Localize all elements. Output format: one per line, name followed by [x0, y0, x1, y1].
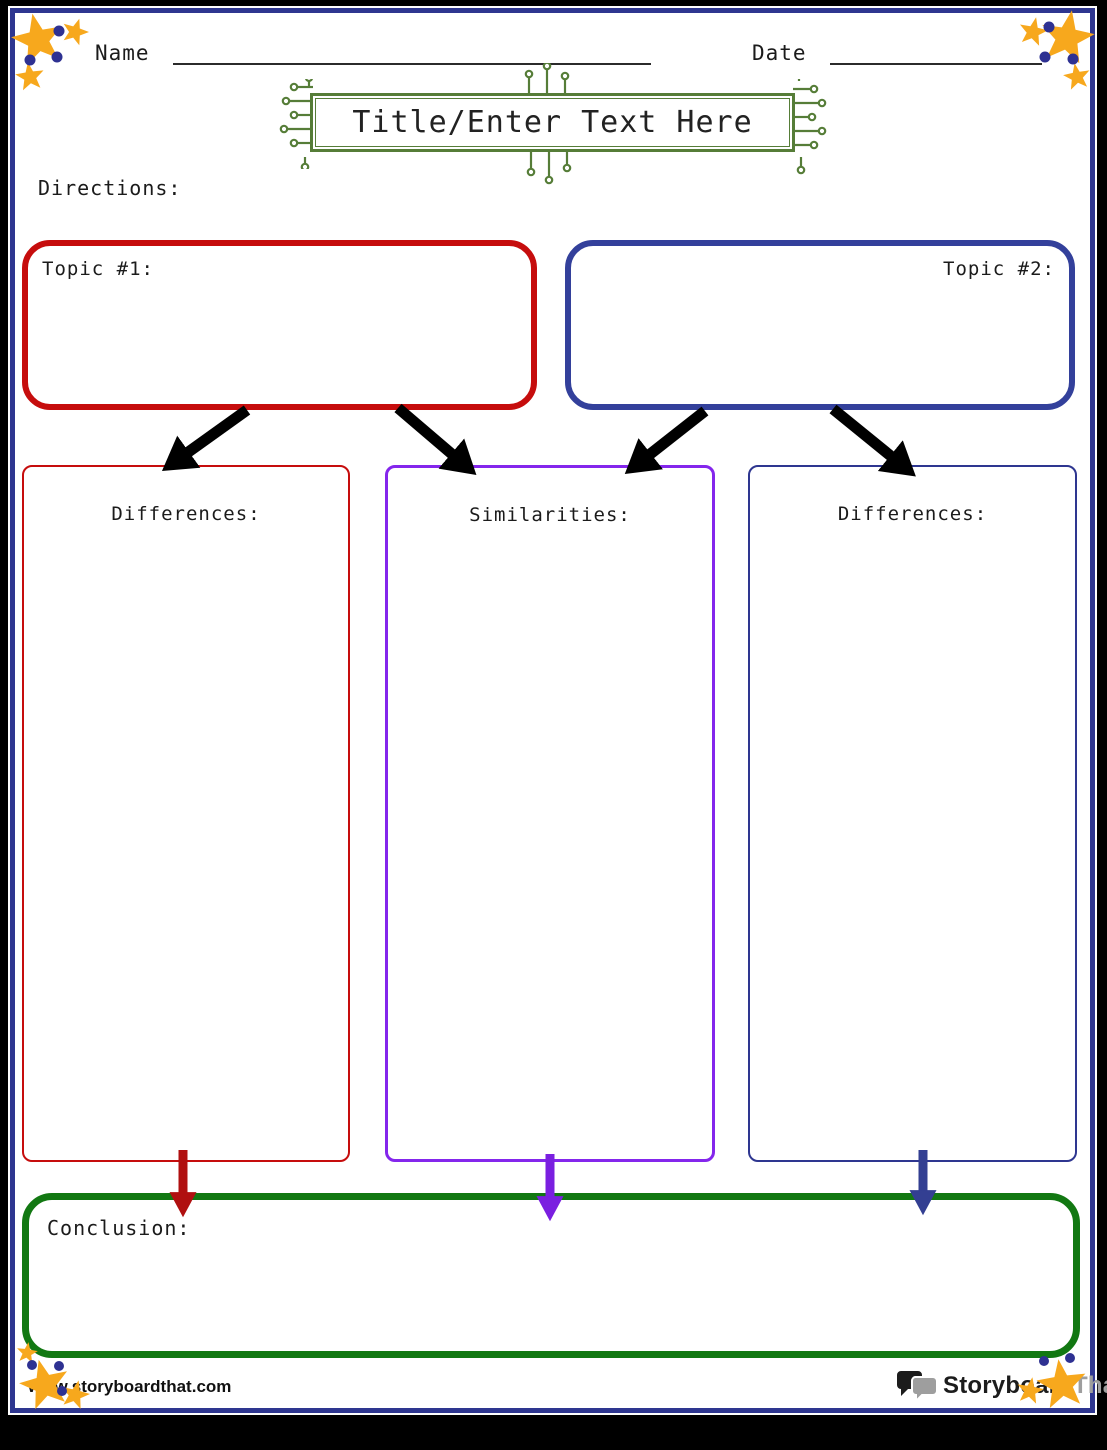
name-label: Name — [95, 41, 150, 65]
date-input-line[interactable] — [830, 41, 1043, 65]
title-inner-frame: Title/Enter Text Here — [315, 98, 790, 147]
circuit-decoration-right-icon — [793, 79, 827, 175]
star-cluster-bottom-left-icon — [17, 1342, 90, 1410]
similarities-box[interactable]: Similarities: — [385, 465, 715, 1162]
arrow-topic1-to-differences-left — [161, 405, 251, 471]
conclusion-label: Conclusion: — [47, 1216, 191, 1240]
similarities-label: Similarities: — [469, 504, 631, 526]
circuit-decoration-left-icon — [279, 79, 313, 169]
conclusion-box[interactable]: Conclusion: — [22, 1193, 1080, 1358]
worksheet-page: Name Date Title/Enter Text Here — [10, 8, 1107, 1413]
arrow-topic1-to-similarities — [394, 403, 477, 476]
circuit-decoration-top-icon — [524, 63, 570, 95]
name-input-line[interactable] — [173, 41, 652, 65]
topic-2-label: Topic #2: — [943, 258, 1055, 280]
topic-1-label: Topic #1: — [42, 258, 154, 280]
arrow-topic2-to-differences-right — [829, 404, 916, 477]
arrow-topic2-to-similarities — [624, 406, 709, 475]
title-box[interactable]: Title/Enter Text Here — [310, 93, 795, 152]
topic-2-box[interactable]: Topic #2: — [565, 240, 1075, 410]
differences-left-label: Differences: — [111, 503, 261, 525]
topic-1-box[interactable]: Topic #1: — [22, 240, 537, 410]
date-label: Date — [752, 41, 807, 65]
differences-left-box[interactable]: Differences: — [22, 465, 350, 1162]
title-text[interactable]: Title/Enter Text Here — [352, 105, 753, 140]
date-row: Date — [752, 41, 1043, 65]
speech-bubbles-icon — [897, 1371, 938, 1403]
circuit-decoration-bottom-icon — [526, 149, 572, 185]
directions-label: Directions: — [38, 176, 182, 200]
star-cluster-bottom-right-icon — [1017, 1353, 1086, 1408]
differences-right-box[interactable]: Differences: — [748, 465, 1077, 1162]
star-cluster-top-right-icon — [1020, 10, 1095, 90]
name-row: Name — [95, 41, 652, 65]
differences-right-label: Differences: — [837, 503, 988, 525]
star-cluster-top-left-icon — [11, 13, 89, 91]
